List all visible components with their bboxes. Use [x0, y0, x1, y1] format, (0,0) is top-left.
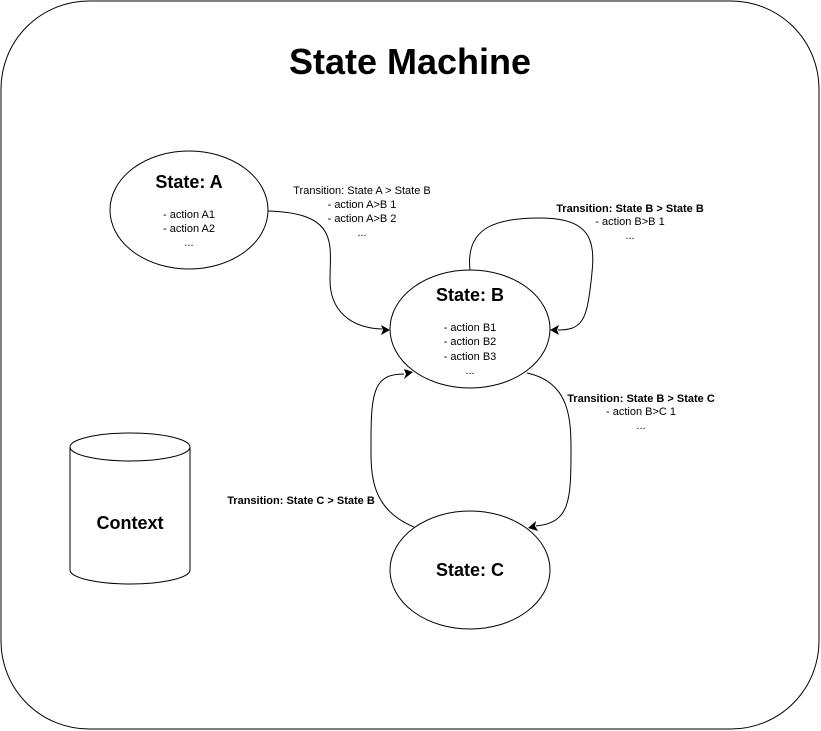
context-cylinder[interactable]	[69, 432, 191, 585]
edge-c-to-b	[370, 373, 415, 528]
transition-b-c-line: ...	[636, 420, 645, 432]
state-b-title: State: B	[436, 285, 504, 305]
transition-a-b-title: Transition: State A > State B	[293, 185, 430, 197]
state-b-action: ...	[465, 365, 474, 377]
state-a-node[interactable]	[109, 150, 269, 270]
edge-b-to-c	[526, 372, 572, 527]
transition-a-b-line: - action A>B 1	[328, 199, 397, 211]
state-b-action: - action B3	[444, 351, 497, 363]
transition-b-c-line: - action B>C 1	[606, 406, 676, 418]
context-label: Context	[97, 513, 164, 533]
transition-c-b-title: Transition: State C > State B	[227, 495, 375, 507]
state-b-node[interactable]	[389, 269, 551, 389]
state-c-title: State: C	[436, 560, 504, 580]
arrowhead-c-to-b	[404, 369, 413, 379]
transition-a-b-line: - action A>B 2	[328, 213, 397, 225]
state-b-action: - action B2	[444, 336, 497, 348]
arrowhead-b-to-c	[528, 521, 538, 531]
transition-b-b-line: - action B>B 1	[595, 216, 664, 228]
diagram-title: State Machine	[289, 41, 531, 82]
arrowhead-b-to-b	[550, 325, 559, 335]
state-a-action: ...	[184, 237, 193, 249]
transition-b-c-title: Transition: State B > State C	[567, 393, 715, 405]
transition-a-b-line: ...	[357, 227, 366, 239]
edge-b-to-b	[469, 217, 594, 331]
transition-c-b-label-bg	[228, 493, 374, 507]
state-a-action: - action A2	[163, 223, 215, 235]
state-c-node[interactable]	[389, 510, 551, 630]
transition-b-b-title: Transition: State B > State B	[556, 203, 704, 215]
state-b-action: - action B1	[444, 322, 497, 334]
edge-a-to-b	[267, 210, 383, 330]
arrowhead-a-to-b	[381, 325, 390, 335]
state-a-action: - action A1	[163, 209, 215, 221]
state-a-title: State: A	[155, 172, 222, 192]
transition-b-b-line: ...	[625, 230, 634, 242]
